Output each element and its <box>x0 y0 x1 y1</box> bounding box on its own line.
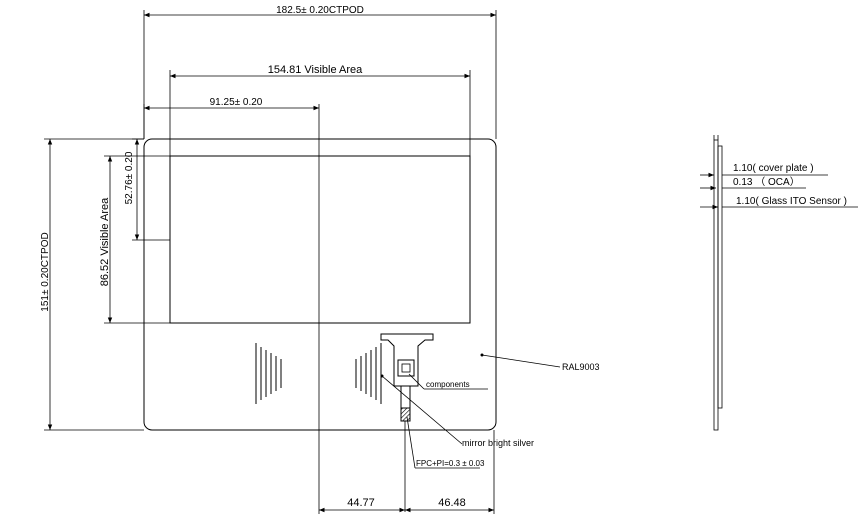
fpc-connector <box>380 333 434 512</box>
visible-area-outline <box>169 155 471 324</box>
callout-fpc <box>406 416 480 469</box>
decor-lines-left <box>255 343 282 404</box>
panel-outline <box>143 138 497 431</box>
mirror-label: mirror bright silver <box>462 438 534 448</box>
cover-plate-layer <box>713 139 719 431</box>
dim-visible-height <box>104 155 170 324</box>
component-chip <box>397 359 415 377</box>
components-label: components <box>426 380 470 389</box>
front-view: 182.5± 0.20CTPOD 154.81 Visible Area 91.… <box>40 5 600 514</box>
overall-height-label: 151± 0.20CTPOD <box>40 232 51 311</box>
visible-height-offset-label: 52.76± 0.20 <box>124 151 135 204</box>
decor-lines-right <box>355 343 382 404</box>
dim-visible-height-offset <box>132 138 170 241</box>
visible-height-label: 86.52 Visible Area <box>99 197 111 286</box>
fpc-label: FPC+PI=0.3 ± 0.03 <box>416 459 485 468</box>
visible-width-label: 154.81 Visible Area <box>268 64 363 76</box>
bottom-right-label: 46.48 <box>438 497 466 509</box>
dim-visible-width <box>169 70 471 156</box>
cover-plate-label: 1.10( cover plate ) <box>733 163 814 174</box>
callout-components <box>408 373 488 390</box>
callout-ral <box>480 353 561 368</box>
callout-mirror <box>380 374 463 445</box>
oca-label: 0.13 （ OCA） <box>733 176 800 188</box>
ral-label: RAL9003 <box>562 362 600 372</box>
fpc-hatch <box>400 407 411 422</box>
side-view: 1.10( cover plate ) 0.13 （ OCA） 1.10( Gl… <box>700 135 858 431</box>
dim-bottom <box>318 430 495 514</box>
bottom-left-label: 44.77 <box>347 497 375 509</box>
sensor-layer <box>717 145 723 409</box>
center-offset-label: 91.25± 0.20 <box>210 97 263 108</box>
sensor-label: 1.10( Glass ITO Sensor ) <box>736 196 847 207</box>
dim-center-offset <box>143 104 320 139</box>
dim-overall-height <box>44 138 144 431</box>
overall-width-label: 182.5± 0.20CTPOD <box>276 5 364 16</box>
